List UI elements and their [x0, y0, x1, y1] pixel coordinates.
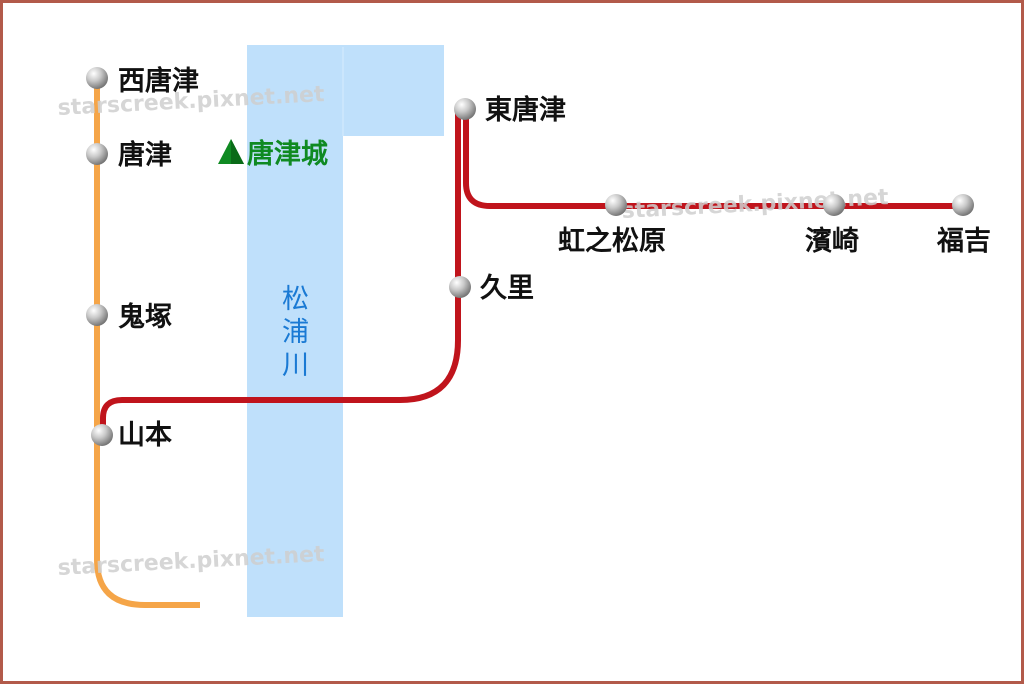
river-label-char-2: 浦 — [282, 317, 309, 348]
station-marker-hamasaki — [823, 194, 845, 216]
station-marker-higashi-karatsu — [454, 98, 476, 120]
station-marker-yamamoto — [91, 424, 113, 446]
red-rail-line — [100, 108, 461, 435]
station-label-higashi-karatsu: 東唐津 — [485, 94, 566, 126]
castle-label: 唐津城 — [247, 138, 328, 170]
station-label-hamasaki: 濱崎 — [805, 226, 859, 257]
station-label-yamamoto: 山本 — [118, 420, 172, 451]
station-marker-kuri — [449, 276, 471, 298]
watermark-right: starscreek.pixnet.net — [621, 185, 890, 224]
station-label-karatsu: 唐津 — [118, 139, 172, 171]
mountain-triangle-highlight — [231, 139, 244, 164]
castle-landmark: 唐津城 — [218, 138, 328, 170]
station-marker-fukuyoshi — [952, 194, 974, 216]
orange-rail-line — [94, 78, 200, 608]
matsuura-river — [247, 45, 444, 617]
station-marker-onizuka — [86, 304, 108, 326]
station-label-fukuyoshi: 福吉 — [936, 226, 991, 257]
station-label-kuri: 久里 — [480, 273, 534, 304]
station-label-nijinomatsubara: 虹之松原 — [558, 225, 666, 257]
red-rail-line-double — [463, 108, 963, 209]
station-marker-karatsu — [86, 143, 108, 165]
station-marker-nishi-karatsu — [86, 67, 108, 89]
station-marker-nijinomatsubara — [605, 194, 627, 216]
station-label-nishi-karatsu: 西唐津 — [118, 65, 199, 97]
river-label-char-1: 松 — [282, 284, 309, 315]
station-label-onizuka: 鬼塚 — [118, 301, 172, 333]
river-label-char-3: 川 — [282, 350, 309, 381]
